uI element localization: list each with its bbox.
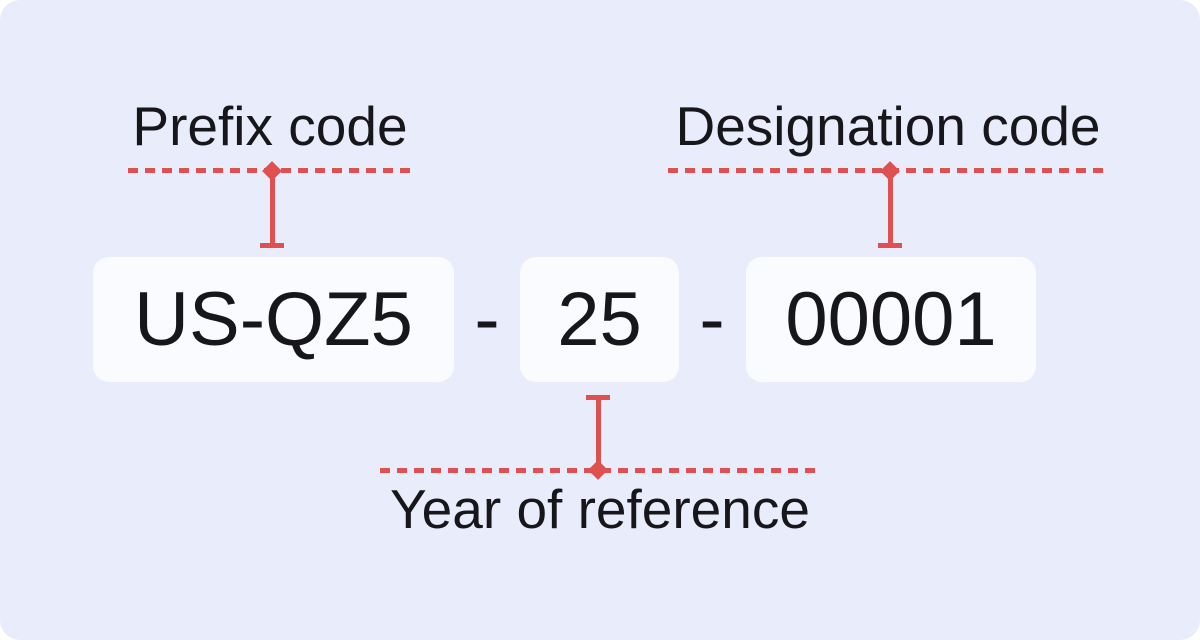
code-segment-prefix: US-QZ5 <box>93 257 454 382</box>
designation-code-label: Designation code <box>675 95 1101 157</box>
designation-connector-endcap <box>878 243 902 248</box>
code-separator: - <box>474 277 500 362</box>
code-segment-year: 25 <box>520 257 679 382</box>
year-connector-stem <box>596 399 601 470</box>
year-of-reference-label: Year of reference <box>390 478 810 540</box>
year-connector-endcap <box>586 395 610 400</box>
code-segment-designation: 00001 <box>746 257 1036 382</box>
year-dashed-callout-line <box>380 468 818 473</box>
prefix-connector-endcap <box>260 243 284 248</box>
designation-connector-stem <box>888 171 893 245</box>
code-separator: - <box>699 277 725 362</box>
prefix-connector-stem <box>270 171 275 245</box>
prefix-code-label: Prefix code <box>132 95 408 157</box>
